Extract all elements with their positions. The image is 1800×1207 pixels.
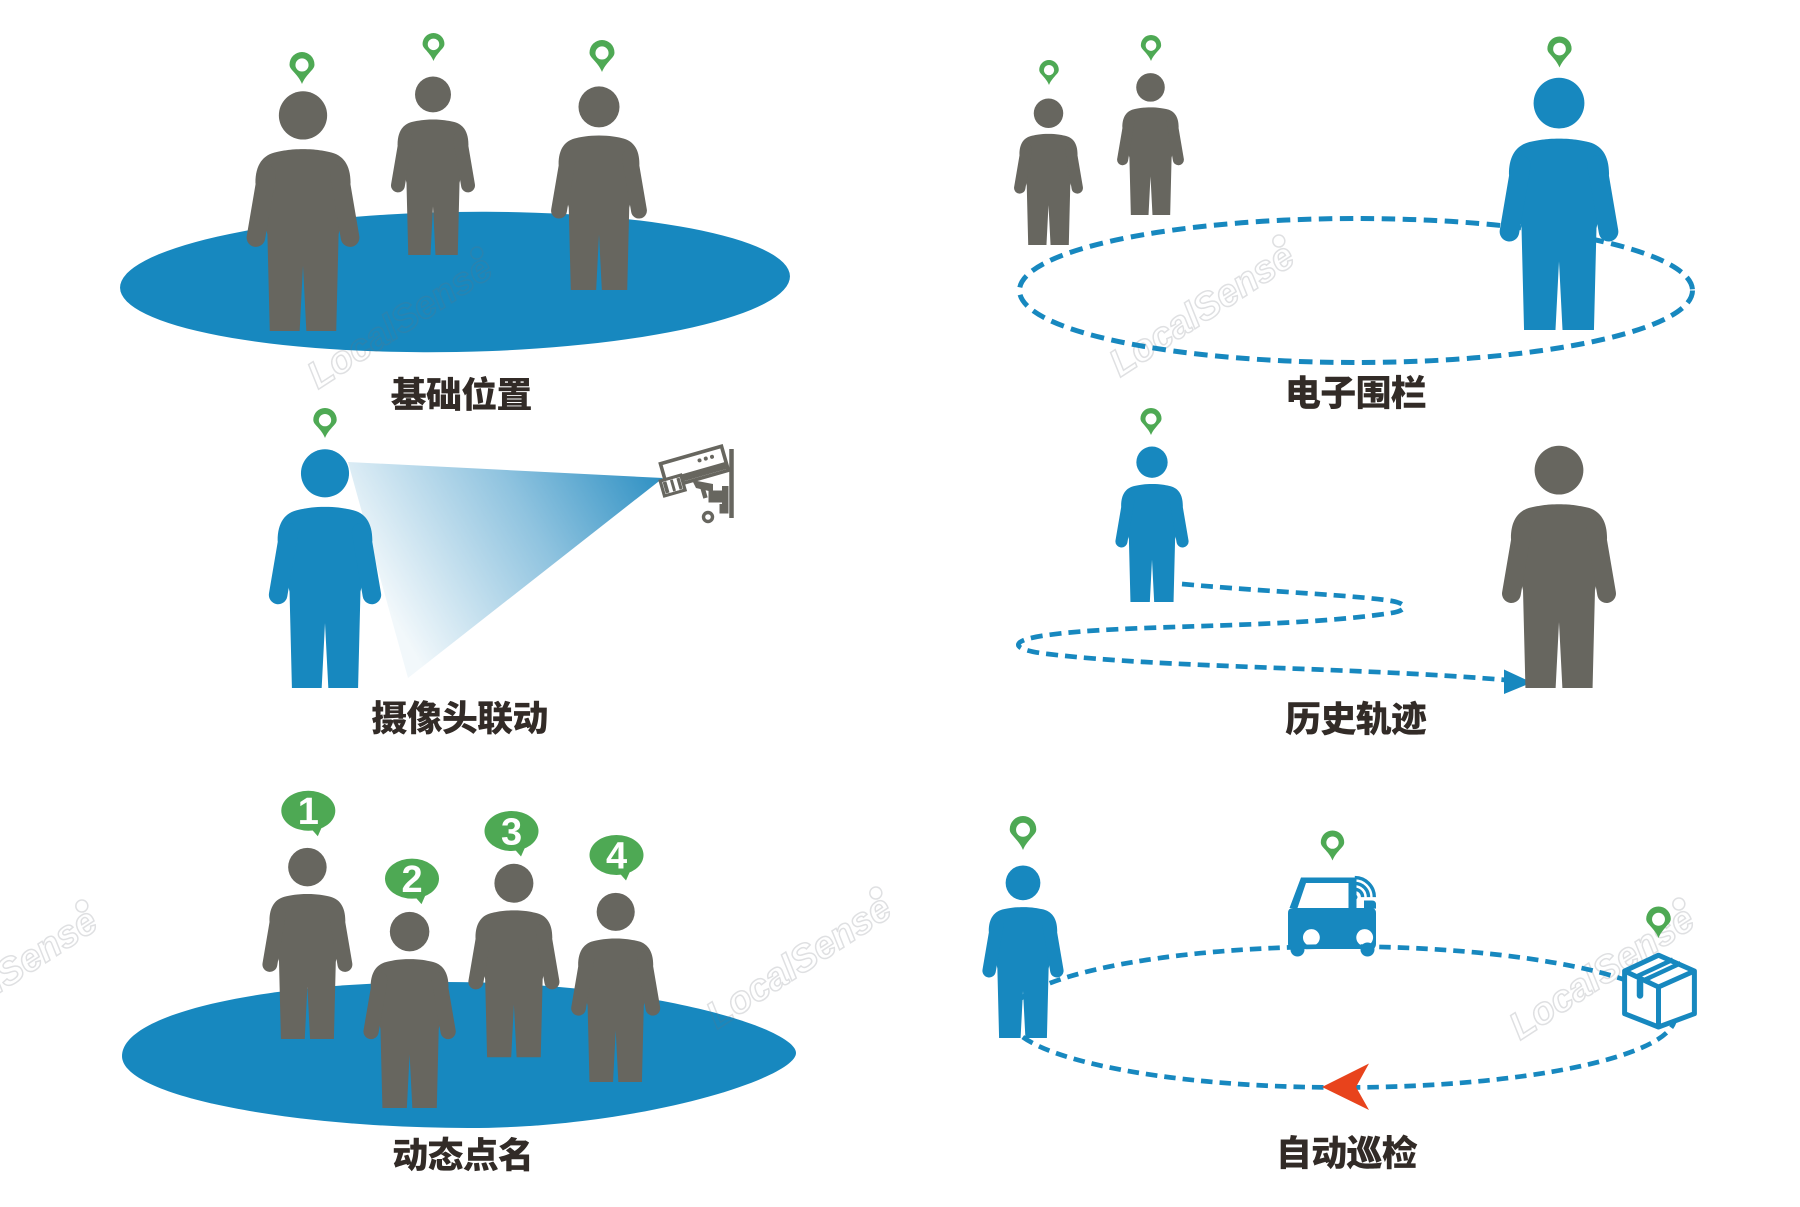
svg-text:3: 3	[501, 812, 522, 854]
svg-text:2: 2	[401, 859, 422, 901]
svg-text:4: 4	[606, 836, 627, 878]
svg-text:1: 1	[298, 791, 319, 833]
